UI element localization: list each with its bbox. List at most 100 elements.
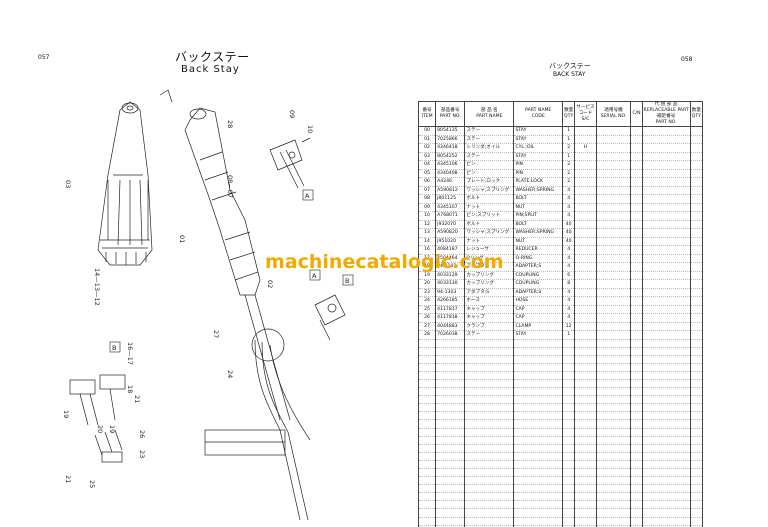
- blank-row: [417, 524, 704, 527]
- cell-no: 23: [417, 287, 437, 297]
- cell-empty: [630, 134, 643, 144]
- cell-empty: [689, 313, 704, 323]
- cell-empty: [417, 346, 437, 356]
- cell-empty: [513, 492, 564, 502]
- cell-empty: [562, 354, 576, 364]
- label-28: 28: [226, 120, 234, 128]
- blank-row: [417, 419, 704, 429]
- cell-empty: [562, 451, 576, 461]
- cell-no: 04: [417, 160, 437, 170]
- cell-jp: ボルト: [464, 194, 515, 204]
- cell-empty: [574, 370, 597, 380]
- cell-empty: [595, 370, 632, 380]
- cell-en: STAY: [513, 126, 564, 136]
- cell-empty: [464, 459, 515, 470]
- cell-empty: [574, 346, 597, 356]
- cell-empty: [513, 378, 564, 389]
- cell-jp: ワッシャ;スプリング: [464, 185, 515, 195]
- label-25: 25: [88, 480, 96, 488]
- cell-jp: クランプ: [464, 321, 515, 331]
- cell-empty: [641, 287, 691, 297]
- cell-empty: [630, 338, 643, 348]
- cell-empty: [630, 403, 643, 413]
- cell-empty: [689, 168, 704, 178]
- cell-qty: 2: [562, 160, 576, 170]
- cell-empty: [689, 500, 704, 510]
- cell-empty: [595, 228, 632, 238]
- cell-empty: [435, 362, 466, 372]
- cell-empty: [574, 338, 597, 348]
- cell-empty: [689, 134, 704, 144]
- cell-empty: [689, 435, 704, 445]
- cell-empty: [417, 476, 437, 486]
- blank-row: [417, 508, 704, 518]
- cell-en: O-RING: [513, 253, 564, 263]
- cell-empty: [435, 427, 466, 437]
- cell-empty: [513, 362, 564, 372]
- cell-empty: [595, 279, 632, 289]
- cell-empty: [574, 435, 597, 445]
- cell-empty: [595, 508, 632, 518]
- cell-empty: [464, 419, 515, 429]
- cell-no: 08: [417, 194, 437, 204]
- cell-empty: [641, 346, 691, 356]
- cell-empty: [574, 492, 597, 502]
- cell-empty: [574, 419, 597, 429]
- cell-empty: [464, 362, 515, 372]
- cell-empty: [417, 419, 437, 429]
- cell-empty: [630, 253, 643, 263]
- cell-empty: [435, 492, 466, 502]
- cell-qty: 40: [562, 236, 576, 246]
- cell-empty: [435, 459, 466, 470]
- cell-empty: [689, 287, 704, 297]
- blank-row: [417, 411, 704, 421]
- cell-empty: [641, 219, 691, 229]
- cell-empty: [689, 524, 704, 527]
- cell-empty: [435, 403, 466, 413]
- cell-jp: ピン: [464, 168, 515, 178]
- cell-empty: [464, 484, 515, 494]
- cell-empty: [574, 500, 597, 510]
- cell-en: PIN: [513, 160, 564, 170]
- cell-qty: 4: [562, 211, 576, 221]
- cell-empty: [630, 236, 643, 246]
- cell-empty: [513, 459, 564, 470]
- cell-jp: ステー: [464, 126, 515, 136]
- cell-empty: [689, 370, 704, 380]
- cell-empty: [464, 443, 515, 453]
- right-page-number: 058: [681, 56, 693, 63]
- cell-empty: [641, 279, 691, 289]
- cell-en: CAP: [513, 313, 564, 323]
- cell-empty: [562, 459, 576, 470]
- cell-empty: [641, 387, 691, 397]
- blank-row: [417, 435, 704, 445]
- cell-empty: [641, 253, 691, 263]
- cell-sc: [574, 270, 597, 280]
- cell-sc: [574, 202, 597, 212]
- header-cn: C/N: [630, 101, 643, 127]
- cell-empty: [562, 500, 576, 510]
- cell-empty: [595, 411, 632, 421]
- cell-empty: [630, 476, 643, 486]
- cell-empty: [574, 427, 597, 437]
- cell-empty: [417, 435, 437, 445]
- cell-empty: [689, 279, 704, 289]
- cell-en: COUPLING: [513, 270, 564, 280]
- cell-qty: 4: [562, 253, 576, 263]
- label-21-b: 21: [64, 475, 72, 483]
- cell-empty: [595, 500, 632, 510]
- cell-sc: [574, 211, 597, 221]
- cell-empty: [435, 524, 466, 527]
- cell-empty: [630, 459, 643, 470]
- label-09: 09: [288, 110, 296, 118]
- cell-empty: [641, 484, 691, 494]
- cell-no: 02: [417, 143, 437, 153]
